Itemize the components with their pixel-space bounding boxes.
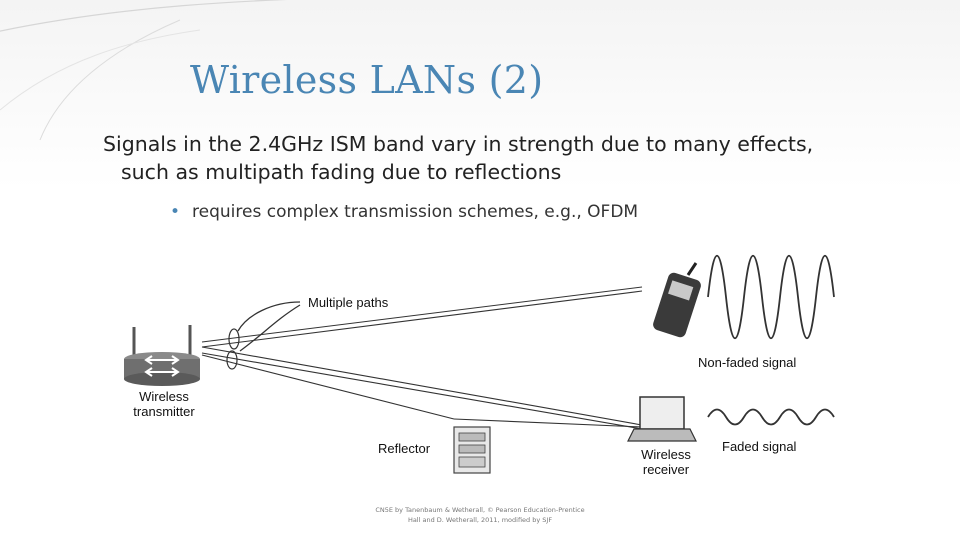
body-bullet: Signals in the 2.4GHz ISM band vary in s… xyxy=(103,130,923,186)
slide-footer: CN5E by Tanenbaum & Wetherall, © Pearson… xyxy=(360,505,600,525)
receiver-label-line1: Wireless xyxy=(641,447,691,462)
body-line-2: such as multipath fading due to reflecti… xyxy=(121,160,562,184)
reflector-label: Reflector xyxy=(378,441,431,456)
annotation-arrow-1 xyxy=(237,301,301,332)
wireless-transmitter-icon xyxy=(124,325,200,386)
slide-title: Wireless LANs (2) xyxy=(190,58,544,102)
sub-bullet-text: requires complex transmission schemes, e… xyxy=(192,202,639,222)
path-marker-2 xyxy=(226,350,238,370)
multipath-figure: Multiple paths Wireless transmitter Refl… xyxy=(102,247,868,485)
bullet-dot-icon: • xyxy=(170,202,181,222)
transmitter-label-line1: Wireless xyxy=(139,389,189,404)
faded-wave xyxy=(707,408,835,426)
multiple-paths-label: Multiple paths xyxy=(308,295,389,310)
non-faded-signal-label: Non-faded signal xyxy=(698,355,797,370)
non-faded-wave xyxy=(707,255,835,339)
path-marker-1 xyxy=(228,328,240,350)
receiver-label-line2: receiver xyxy=(642,462,690,477)
receiver-label: Wireless receiver xyxy=(630,447,702,477)
body-line-1: Signals in the 2.4GHz ISM band vary in s… xyxy=(103,132,814,156)
laptop-receiver-icon xyxy=(627,396,697,442)
multipath-diagram xyxy=(124,255,835,474)
footer-line-1: CN5E by Tanenbaum & Wetherall, © Pearson… xyxy=(375,506,585,514)
annotation-arrow-2 xyxy=(239,304,301,352)
reflector-server-icon xyxy=(453,426,491,474)
transmitter-label: Wireless transmitter xyxy=(122,389,206,419)
signal-paths xyxy=(201,286,643,430)
mobile-phone-icon xyxy=(653,262,701,338)
footer-line-2: Hall and D. Wetherall, 2011, modified by… xyxy=(407,516,553,524)
faded-signal-label: Faded signal xyxy=(722,439,797,454)
transmitter-label-line2: transmitter xyxy=(133,404,195,419)
sub-bullet: • requires complex transmission schemes, … xyxy=(170,202,638,222)
